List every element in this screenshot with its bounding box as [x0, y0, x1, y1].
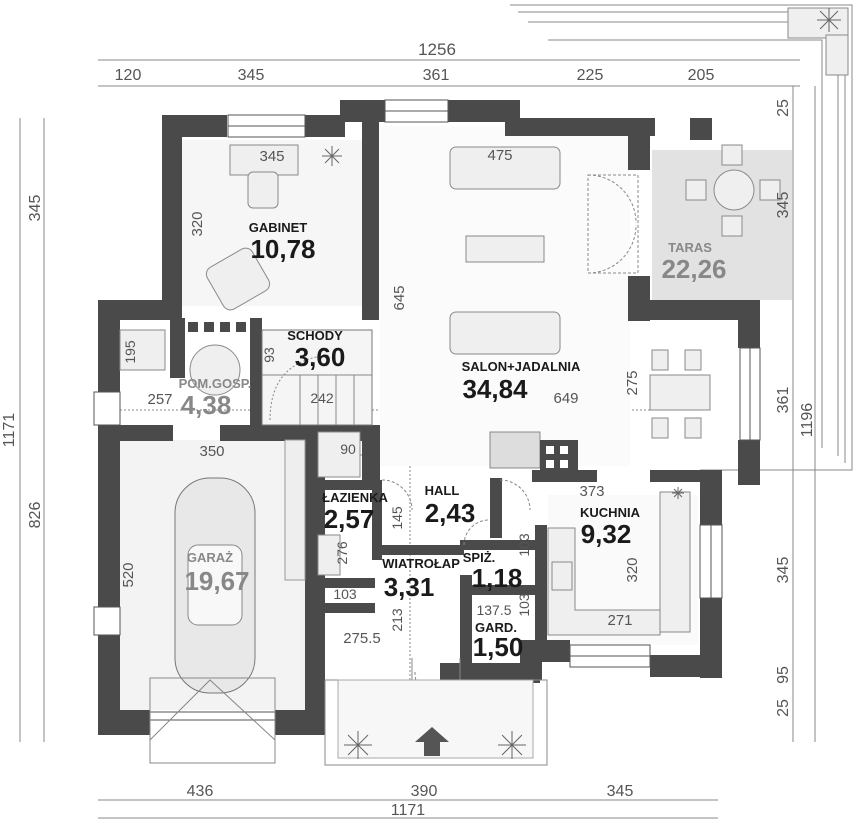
room-area-lazienka: 2,57: [324, 504, 375, 534]
dim-garaz-width: 350: [199, 443, 224, 460]
room-name-hall: HALL: [425, 483, 460, 498]
dim-left-outer: 1171: [1, 413, 18, 448]
room-area-salon: 34,84: [462, 374, 528, 404]
plant-icon: [672, 487, 684, 499]
dim-lazienka-height1: 145: [389, 506, 405, 530]
dim-right-outer: 1196: [799, 403, 816, 438]
room-area-gabinet: 10,78: [250, 234, 315, 264]
room-area-wiatrolap: 3,31: [384, 572, 435, 602]
plant-icon: [817, 8, 841, 32]
room-area-kuchnia: 9,32: [581, 519, 632, 549]
dim-kuchnia-height: 320: [624, 557, 641, 582]
room-area-gard: 1,50: [473, 632, 524, 662]
dim-pom-width: 257: [147, 391, 172, 408]
plant-icon: [498, 731, 526, 759]
windows: [93, 99, 761, 721]
dim-top-segment: 345: [238, 67, 265, 84]
plant-icon: [344, 731, 372, 759]
dim-spiz-width: 103: [516, 593, 532, 617]
dim-kuchnia-width2: 271: [607, 612, 632, 629]
dim-spiz-height: 103: [516, 533, 532, 557]
dim-top-total: 1256: [418, 40, 456, 59]
dim-lazienka-height2: 276: [334, 541, 350, 565]
dim-left-lower: 826: [27, 502, 44, 529]
outer-dimension-labels: 1256 120 345 361 225 205 436 390 345 117…: [1, 40, 816, 819]
room-area-schody: 3,60: [295, 342, 346, 372]
room-name-salon: SALON+JADALNIA: [462, 359, 581, 374]
dim-pom-height: 195: [122, 340, 138, 364]
inner-dimension-labels: 345 320 475 645 649 275 93 195 257 242 3…: [120, 147, 641, 647]
dim-right-segment: 345: [775, 192, 792, 219]
room-name-gabinet: GABINET: [249, 220, 308, 235]
plant-icons: [322, 8, 841, 759]
dim-top-segment: 225: [577, 67, 604, 84]
dim-wiatrolap-depth: 275.5: [343, 630, 381, 647]
room-labels: GABINET 10,78 SCHODY 3,60 POM.GOSP. 4,38…: [179, 220, 727, 662]
dim-right-segment: 361: [775, 387, 792, 414]
room-name-gard: GARD.: [475, 620, 517, 635]
dim-wiatrolap-height: 213: [389, 608, 405, 632]
room-name-taras: TARAS: [668, 240, 712, 255]
dim-left-upper: 345: [27, 195, 44, 222]
room-name-lazienka: ŁAZIENKA: [322, 490, 388, 505]
dim-lazienka-width: 90: [340, 441, 356, 457]
dim-right-segment: 95: [775, 666, 792, 684]
room-name-kuchnia: KUCHNIA: [580, 505, 641, 520]
dim-right-segment: 25: [775, 99, 792, 117]
room-name-schody: SCHODY: [287, 328, 343, 343]
dim-schody-length: 242: [310, 390, 334, 406]
dim-bottom-segment: 436: [187, 783, 214, 800]
dim-bottom-segment: 390: [411, 783, 438, 800]
room-area-spiz: 1,18: [472, 563, 523, 593]
dim-salon-height: 645: [391, 285, 408, 310]
dim-salon-length: 649: [553, 390, 578, 407]
walls: [98, 100, 760, 735]
dim-dining-height: 275: [624, 370, 641, 395]
dim-gabinet-width: 345: [259, 148, 284, 165]
dim-kuchnia-width: 373: [579, 483, 604, 500]
dim-right-segment: 345: [775, 557, 792, 584]
dim-salon-width: 475: [487, 147, 512, 164]
room-name-wiatrolap: WIATROŁAP: [382, 556, 460, 571]
room-area-garaz: 19,67: [184, 566, 249, 596]
room-name-garaz: GARAŻ: [187, 550, 233, 565]
dim-schody-height: 93: [261, 347, 277, 363]
plant-icon: [322, 146, 342, 166]
stairs: [261, 329, 373, 426]
room-area-taras: 22,26: [661, 254, 726, 284]
dim-right-segment: 25: [775, 699, 792, 717]
dim-bottom-segment: 345: [607, 783, 634, 800]
room-name-pom-gosp: POM.GOSP.: [179, 376, 252, 391]
room-area-pom-gosp: 4,38: [181, 390, 232, 420]
dim-top-segment: 205: [688, 67, 715, 84]
dim-bottom-total: 1171: [391, 802, 426, 819]
furniture: [119, 118, 781, 764]
room-name-spiz: SPIŻ.: [463, 550, 496, 565]
dim-gabinet-height: 320: [189, 211, 206, 236]
dim-garaz-height: 520: [120, 562, 137, 587]
dim-top-segment: 120: [115, 67, 142, 84]
dim-top-segment: 361: [423, 67, 450, 84]
dim-gard-width: 137.5: [476, 602, 511, 618]
room-area-hall: 2,43: [425, 498, 476, 528]
dim-wiatrolap-width: 103: [333, 586, 357, 602]
